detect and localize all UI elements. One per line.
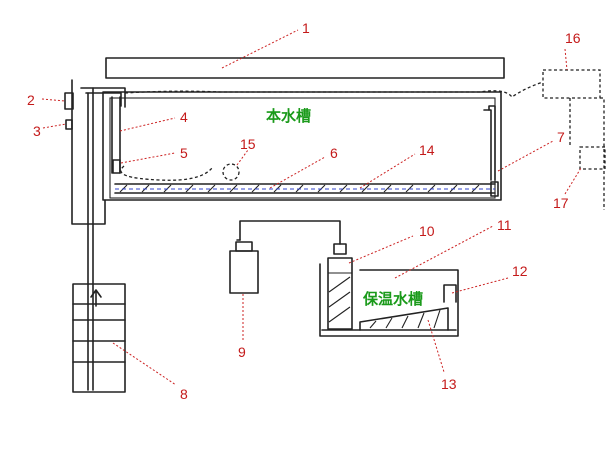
thermometer-bulb: [222, 163, 240, 181]
pipe-valve-1: [64, 92, 74, 110]
callout-6: 6: [330, 145, 338, 161]
warm-tank-substrate: [359, 307, 449, 331]
callout-3: 3: [33, 123, 41, 139]
controller-box-17: [579, 146, 606, 170]
callout-15: 15: [240, 136, 256, 152]
callout-10: 10: [419, 223, 435, 239]
callout-12: 12: [512, 263, 528, 279]
dosing-bottle: [229, 241, 259, 294]
callout-13: 13: [441, 376, 457, 392]
supply-line: [236, 220, 341, 245]
warm-tank-inlet-pipe: [443, 284, 457, 303]
overflow-pipe: [483, 105, 499, 197]
callout-4: 4: [180, 109, 188, 125]
light-fixture: [105, 57, 505, 79]
return-pipe: [111, 96, 121, 174]
callout-11: 11: [497, 217, 512, 233]
callout-16: 16: [565, 30, 581, 46]
callout-leaders: [41, 29, 582, 386]
main-tank-label: 本水槽: [266, 107, 311, 125]
callout-8: 8: [180, 386, 188, 402]
pipe-valve-2: [65, 119, 73, 130]
warm-tank-label: 保温水槽: [362, 290, 423, 308]
callout-9: 9: [238, 344, 246, 360]
heater-unit: [327, 243, 353, 330]
side-pipe: [71, 79, 106, 225]
callout-17: 17: [553, 195, 569, 211]
warm-tank: [319, 263, 459, 337]
callout-5: 5: [180, 145, 188, 161]
callout-1: 1: [302, 20, 310, 36]
callout-7: 7: [557, 129, 565, 145]
controller-box-16: [542, 69, 605, 210]
callout-2: 2: [27, 92, 35, 108]
heater-cable: [120, 81, 544, 181]
filter-canister: [72, 283, 126, 393]
callout-14: 14: [419, 142, 435, 158]
